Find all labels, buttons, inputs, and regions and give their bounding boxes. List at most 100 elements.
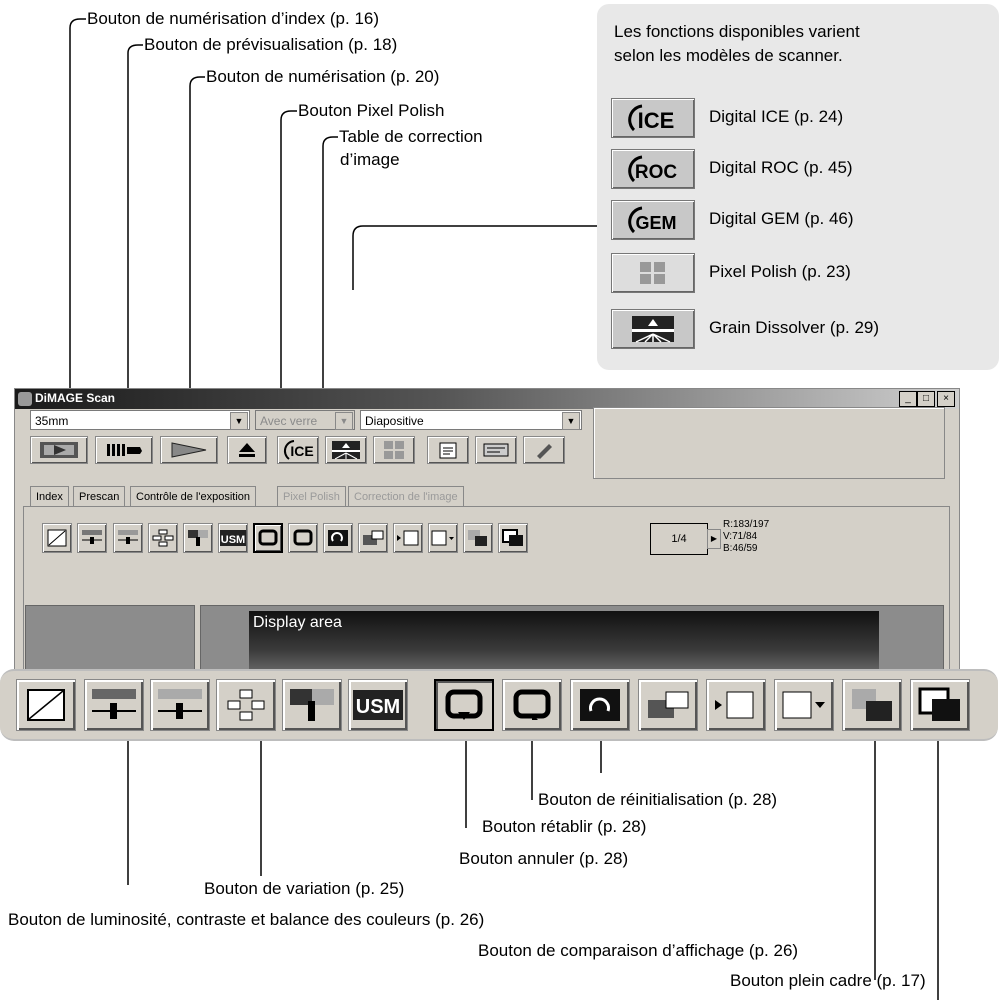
index-scan-button[interactable] <box>30 436 88 464</box>
svg-text:GEM: GEM <box>635 213 676 233</box>
tone-curve-small-button[interactable] <box>42 523 72 553</box>
full-frame-icon <box>502 529 523 546</box>
full-frame-button[interactable] <box>910 679 970 731</box>
unsharp-mask-button[interactable]: USM <box>348 679 408 731</box>
compare-small-button[interactable] <box>463 523 493 553</box>
feature-label: Digital GEM (p. 46) <box>709 209 854 228</box>
tab-prescan[interactable]: Prescan <box>73 486 126 506</box>
snapshot-small-button[interactable] <box>358 523 388 553</box>
redo-button[interactable] <box>502 679 562 731</box>
redo-small-button[interactable] <box>288 523 318 553</box>
chevron-down-icon[interactable]: ▼ <box>230 412 248 430</box>
grain-dissolver-button[interactable] <box>325 436 367 464</box>
variation-icon <box>227 689 265 721</box>
prescan-button[interactable] <box>95 436 153 464</box>
unsharp-mask-small-button[interactable]: USM <box>218 523 248 553</box>
gem-icon: GEM <box>611 200 695 240</box>
variation-button[interactable] <box>216 679 276 731</box>
rgb-readout: R:183/197 V:71/84 B:46/59 <box>723 519 770 554</box>
svg-text:USM: USM <box>221 534 245 546</box>
scan-button[interactable] <box>160 436 218 464</box>
undo-button[interactable] <box>434 679 494 731</box>
snapshot-button[interactable] <box>638 679 698 731</box>
reset-icon <box>580 689 620 721</box>
job-button[interactable] <box>475 436 517 464</box>
chevron-down-icon[interactable]: ▼ <box>562 412 580 430</box>
list-menu-icon <box>782 691 825 719</box>
feature-label: Digital ROC (p. 45) <box>709 158 853 177</box>
camera-icon <box>648 691 689 718</box>
color-balance-small-button[interactable] <box>113 523 143 553</box>
reset-button[interactable] <box>570 679 630 731</box>
title-bar: DiMAGE Scan _ □ × <box>15 389 959 409</box>
callout-brightness: Bouton de luminosité, contraste et balan… <box>8 910 485 929</box>
list-menu-icon <box>431 530 454 546</box>
callout-undo: Bouton annuler (p. 28) <box>459 849 629 868</box>
next-frame-button[interactable]: ▶ <box>707 529 721 549</box>
eject-button[interactable] <box>227 436 267 464</box>
help-button[interactable] <box>523 436 565 464</box>
close-button[interactable]: × <box>937 391 955 407</box>
callout-reset: Bouton de réinitialisation (p. 28) <box>538 790 778 809</box>
callout-correction-table-2: d’image <box>340 150 400 169</box>
roc-icon: ROC <box>611 149 695 189</box>
feature-label: Grain Dissolver (p. 29) <box>709 318 880 337</box>
preferences-button[interactable] <box>427 436 469 464</box>
tab-index[interactable]: Index <box>30 486 69 506</box>
brightness-contrast-balance-button[interactable] <box>84 679 144 731</box>
undo-icon <box>445 689 483 720</box>
apply-small-button[interactable] <box>393 523 423 553</box>
chevron-down-icon[interactable]: ▼ <box>335 412 353 430</box>
dimage-scan-window: DiMAGE Scan _ □ × 35mm▼ Avec verre▼ Diap… <box>14 388 960 690</box>
variation-small-button[interactable] <box>148 523 178 553</box>
reset-small-button[interactable] <box>323 523 353 553</box>
list-menu-small-button[interactable] <box>428 523 458 553</box>
feature-digital-gem: GEM Digital GEM (p. 46) <box>611 200 991 240</box>
callout-prescan: Bouton de prévisualisation (p. 18) <box>144 35 398 54</box>
tab-pixel-polish[interactable]: Pixel Polish <box>277 486 346 506</box>
selective-color-button[interactable] <box>282 679 342 731</box>
film-format-select[interactable]: 35mm▼ <box>30 410 250 430</box>
job-icon <box>483 443 509 457</box>
redo-icon <box>513 689 551 720</box>
callout-redo: Bouton rétablir (p. 28) <box>482 817 647 836</box>
full-frame-icon <box>918 687 960 721</box>
list-menu-button[interactable] <box>774 679 834 731</box>
grain-dissolver-icon <box>611 309 695 349</box>
feature-pixel-polish: Pixel Polish (p. 23) <box>611 253 991 293</box>
selective-color-small-button[interactable] <box>183 523 213 553</box>
redo-icon <box>293 529 313 546</box>
minimize-button[interactable]: _ <box>899 391 917 407</box>
compare-icon <box>468 530 487 546</box>
tab-exposure-control[interactable]: Contrôle de l'exposition <box>130 486 257 506</box>
feature-note: Les fonctions disponibles varient selon … <box>614 22 860 65</box>
pixel-polish-icon <box>611 253 695 293</box>
film-type-select[interactable]: Diapositive▼ <box>360 410 582 430</box>
svg-text:ROC: ROC <box>635 162 678 183</box>
info-panel <box>593 407 945 479</box>
callout-pixel-polish: Bouton Pixel Polish <box>298 101 445 120</box>
brightness-icon <box>92 689 136 719</box>
brightness-small-button[interactable] <box>77 523 107 553</box>
svg-text:USM: USM <box>356 696 400 718</box>
maximize-button[interactable]: □ <box>917 391 935 407</box>
apply-button[interactable] <box>706 679 766 731</box>
adapter-select[interactable]: Avec verre▼ <box>255 410 355 430</box>
feature-grain-dissolver: Grain Dissolver (p. 29) <box>611 309 991 349</box>
tone-curve-button[interactable] <box>16 679 76 731</box>
camera-icon <box>363 530 384 545</box>
color-balance-button[interactable] <box>150 679 210 731</box>
pixel-polish-button[interactable] <box>373 436 415 464</box>
feature-digital-ice: ICE Digital ICE (p. 24) <box>611 98 991 138</box>
digital-ice-button[interactable]: ICE <box>277 436 319 464</box>
image-correction-toolbar-enlarged: USM <box>0 669 998 741</box>
compare-display-button[interactable] <box>842 679 902 731</box>
index-scan-icon <box>40 442 78 458</box>
feature-label: Digital ICE (p. 24) <box>709 107 844 126</box>
tab-image-correction[interactable]: Correction de l'image <box>348 486 464 506</box>
full-frame-small-button[interactable] <box>498 523 528 553</box>
feature-label: Pixel Polish (p. 23) <box>709 262 851 281</box>
callout-index-scan: Bouton de numérisation d’index (p. 16) <box>87 9 380 28</box>
apply-icon <box>397 530 419 546</box>
undo-small-button[interactable] <box>253 523 283 553</box>
